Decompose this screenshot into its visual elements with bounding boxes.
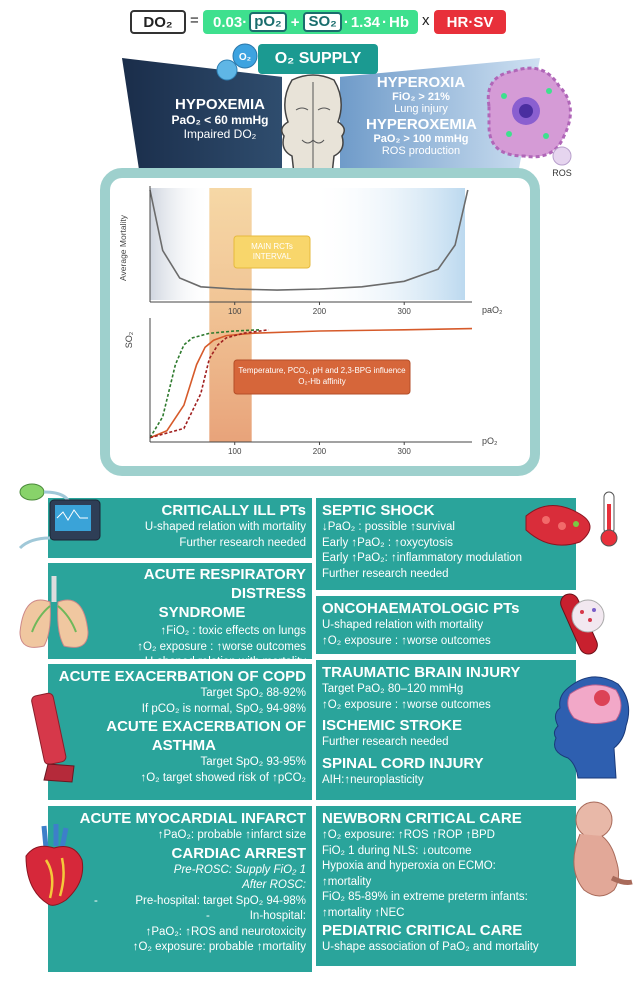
card-ami: ACUTE MYOCARDIAL INFARCT ↑PaO₂: probable… [48, 806, 312, 972]
rct-annotation-box [233, 235, 311, 269]
mortality-xlabel: paO₂ [482, 305, 503, 315]
do2-label: DO₂ [143, 13, 173, 31]
mortality-tick-label: 100 [228, 307, 242, 316]
o2-bubble-text: O₂ [239, 52, 251, 63]
hypoxemia-panel [122, 58, 282, 184]
so2-xlabel: pO₂ [482, 436, 498, 446]
rct-interval-band [209, 188, 252, 442]
hb-label: Hb [389, 13, 410, 31]
solubility-constant: 0.03 [213, 13, 243, 31]
so2-pill: SO₂ [303, 12, 342, 32]
oxygen-charts: 100 200 300 100 200 300 Average Mortality paO… [118, 186, 503, 456]
so2-tick-label: 300 [398, 447, 412, 456]
ros-cell-icon: ROS [474, 56, 584, 178]
hyperoxia-effect: Lung injury [394, 103, 448, 115]
lungs-icon [14, 572, 94, 654]
so2-curve-left-shift [149, 329, 261, 439]
so2-ylabel: SO₂ [124, 331, 134, 348]
janus-head-icon [272, 70, 354, 182]
hyperoxemia-effect: ROS production [381, 145, 461, 157]
po2-pill: pO₂ [249, 12, 287, 32]
affinity-annotation-text: Temperature, PCO₂, pH and 2,3-BPG influe… [238, 366, 406, 386]
times-sign: x [422, 12, 430, 29]
card-oncohaematologic: ONCOHAEMATOLOGIC PTs U-shaped relation w… [316, 596, 576, 654]
cardiac-output-box: HR·SV [434, 10, 506, 34]
hyperoxia-threshold: FiO₂ > 21% [392, 91, 450, 103]
hypoxemia-threshold: PaO₂ < 60 mmHg [171, 113, 269, 127]
mortality-ylabel: Average Mortality [118, 214, 128, 281]
card-tbi: TRAUMATIC BRAIN INJURY Target PaO₂ 80–12… [316, 660, 576, 800]
hrsv-label: HR·SV [446, 13, 494, 31]
card-newborn: NEWBORN CRITICAL CARE ↑O₂ exposure: ↑ROS… [316, 806, 576, 966]
hyperoxemia-threshold: PaO₂ > 100 mmHg [373, 133, 469, 145]
so2-curve-right-shift [149, 329, 269, 439]
ros-label: ROS [552, 168, 572, 176]
hyperoxemia-title: HYPEROXEMIA [366, 116, 477, 133]
hypoxemia-shade [150, 188, 210, 300]
inhaler-icon [28, 690, 84, 786]
do2-box: DO₂ [130, 10, 186, 34]
o2-supply-banner: O₂ SUPPLY [258, 44, 378, 74]
hyperoxia-shade [310, 188, 465, 300]
hyperoxia-block: HYPEROXIA FiO₂ > 21% Lung injury HYPEROX… [366, 74, 477, 157]
so2-tick-label: 100 [228, 447, 242, 456]
ventilator-icon [10, 478, 102, 552]
mortality-tick-label: 200 [313, 307, 327, 316]
so2-tick-label: 200 [313, 447, 327, 456]
hypoxemia-block: HYPOXEMIA PaO₂ < 60 mmHg Impaired DO₂ [160, 96, 280, 141]
mortality-tick-label: 300 [398, 307, 412, 316]
hyperoxia-title: HYPEROXIA [376, 74, 466, 91]
graph-panel: 100 200 300 100 200 300 Average Mortality paO… [110, 178, 530, 466]
affinity-annotation-box [233, 359, 411, 395]
mortality-curve [149, 189, 469, 291]
so2-curve-normal [149, 327, 473, 439]
equals-sign: = [190, 12, 199, 29]
test-tube-icon [546, 590, 616, 666]
heart-icon [16, 820, 92, 910]
hypoxemia-title: HYPOXEMIA [174, 96, 265, 113]
critically-ill-title: CRITICALLY ILL PTs [161, 502, 306, 519]
hufner-constant: 1.34 [350, 13, 381, 31]
card-copd: ACUTE EXACERBATION OF COPD Target SpO₂ 8… [48, 664, 312, 800]
hypoxemia-effect: Impaired DO₂ [183, 127, 257, 141]
fetus-icon [560, 798, 638, 908]
o2-bubble-icon: O₂ [215, 42, 265, 82]
card-ards: ACUTE RESPIRATORY DISTRESS SYNDROME ↑FiO… [48, 563, 312, 668]
content-box: 0.03· pO₂ + SO₂ ·1.34·Hb [203, 10, 418, 34]
brain-head-icon [548, 668, 636, 782]
blood-vessel-icon [520, 486, 638, 556]
